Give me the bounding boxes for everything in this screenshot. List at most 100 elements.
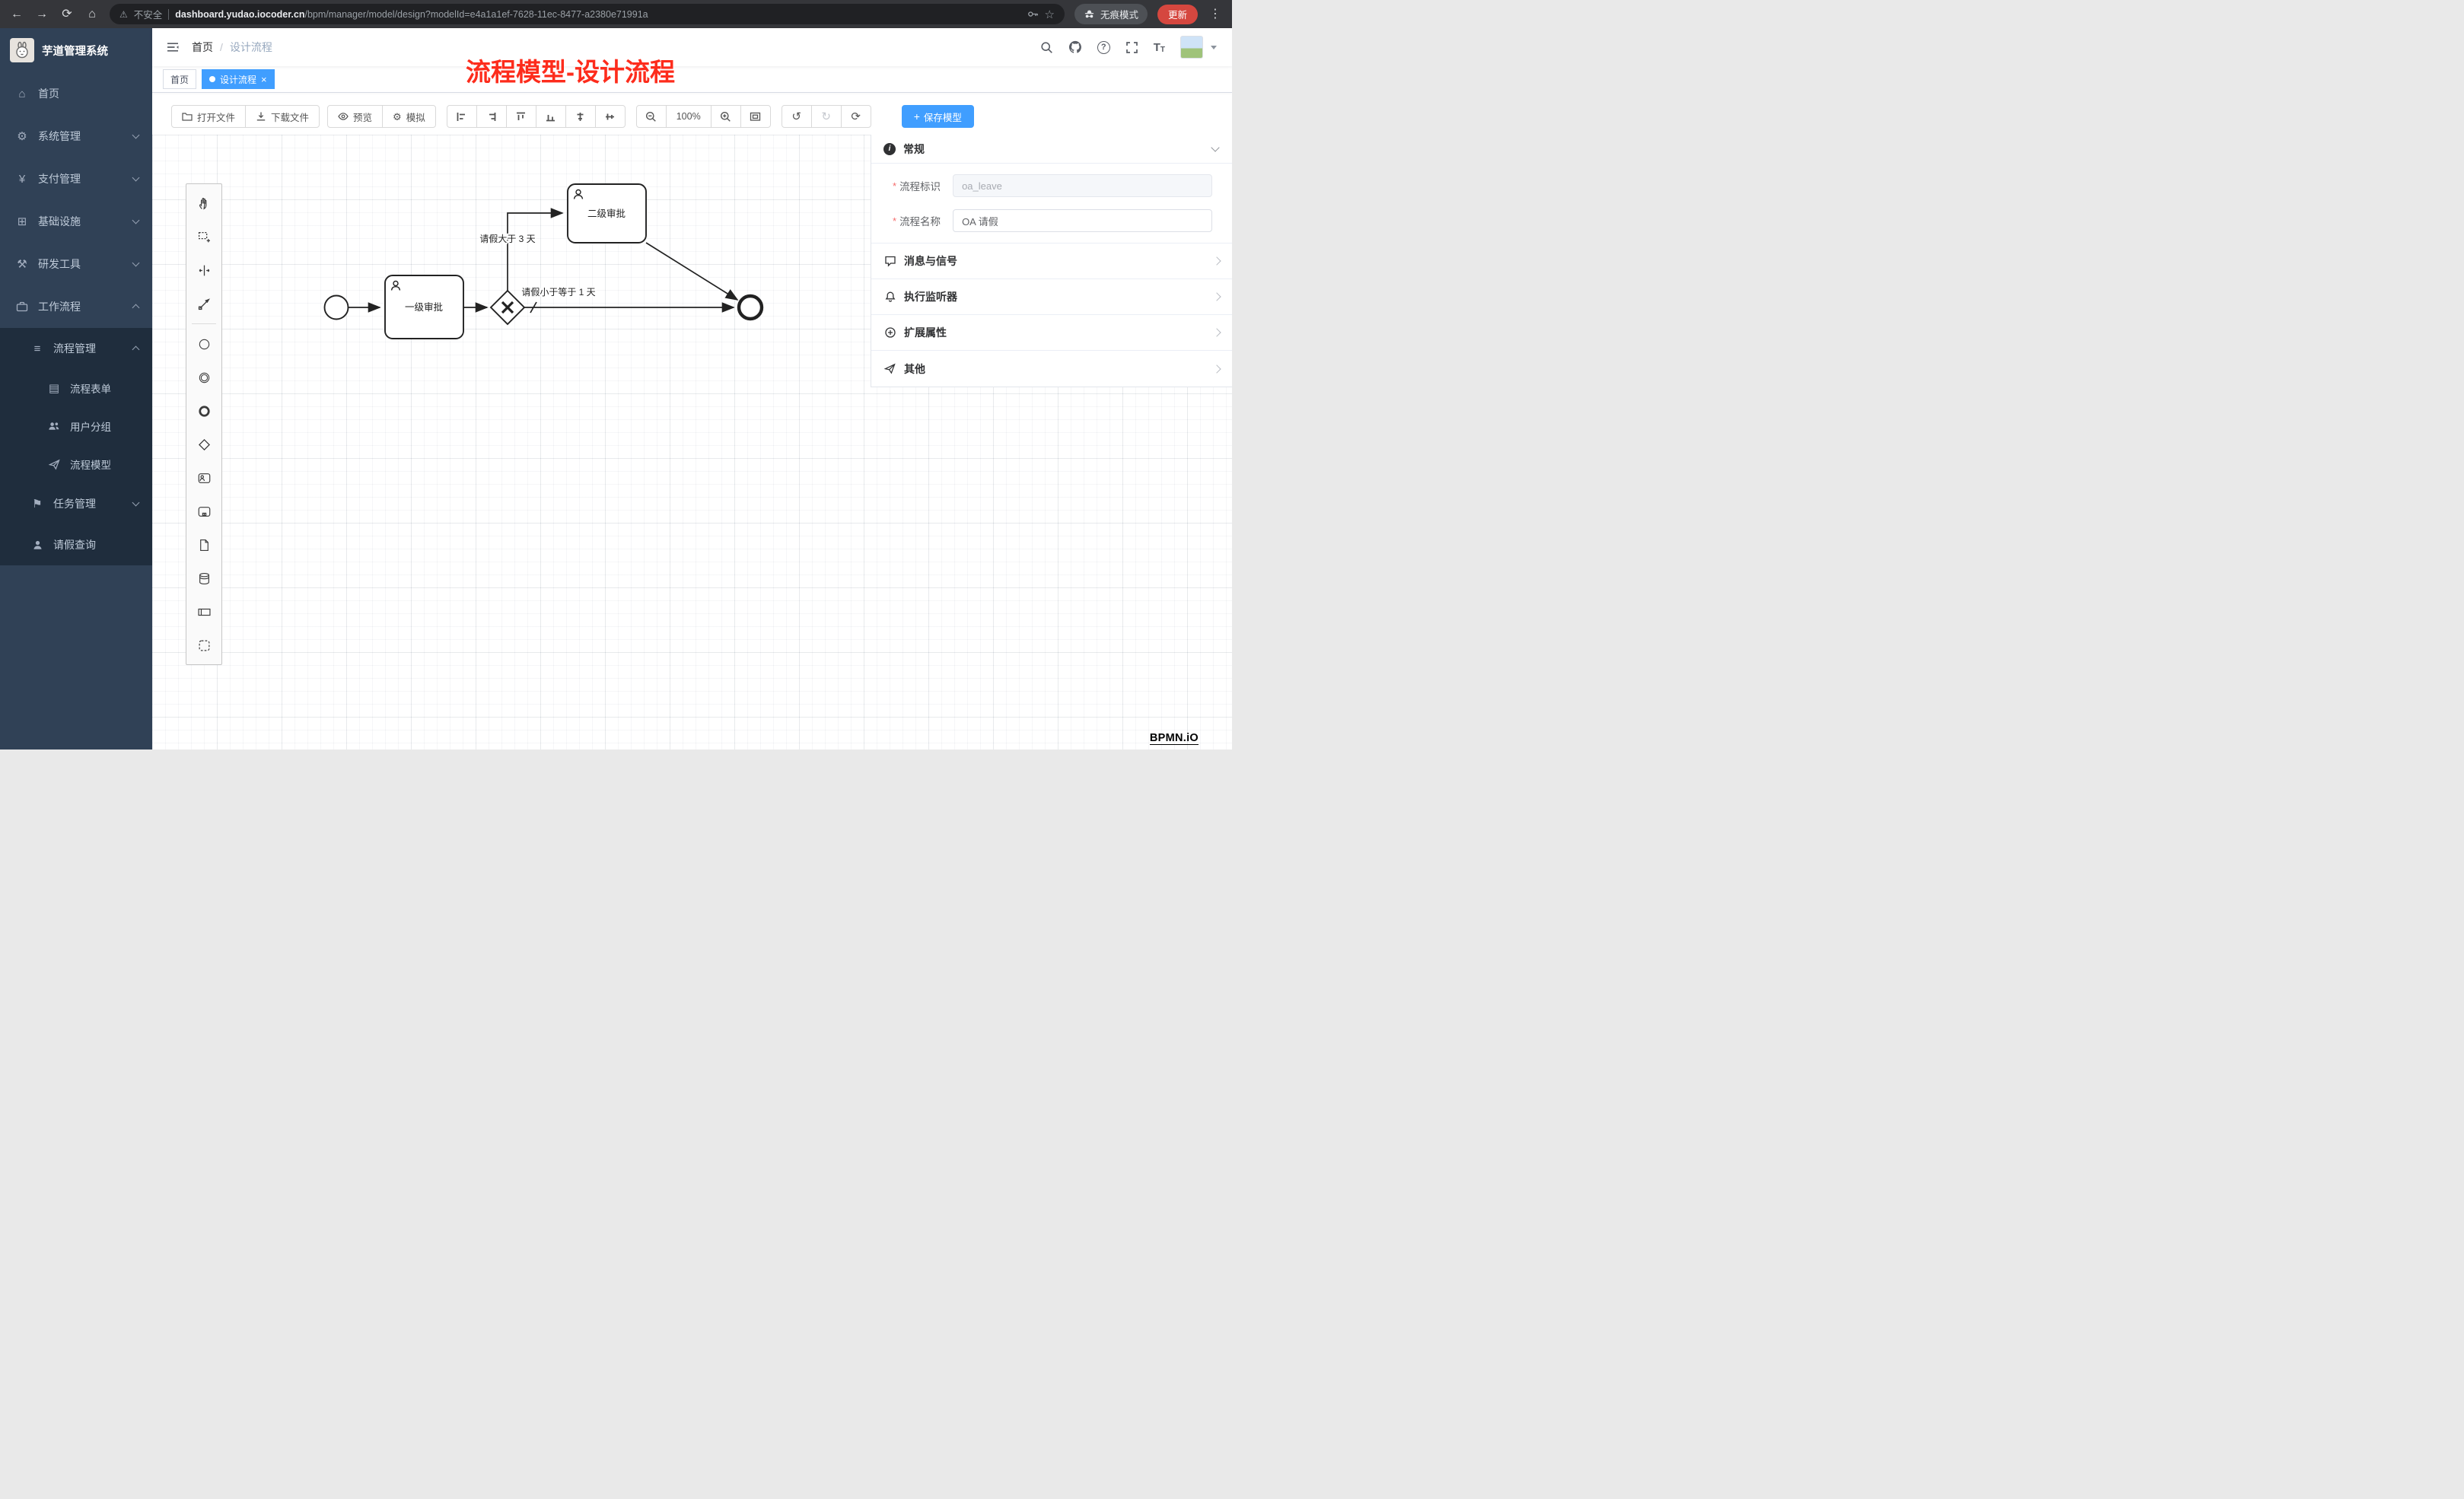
tab-design-process[interactable]: 设计流程 × xyxy=(202,69,275,89)
zoom-out-button[interactable] xyxy=(635,105,667,128)
palette-create-user-task[interactable] xyxy=(186,461,221,495)
section-other[interactable]: 其他 xyxy=(871,351,1232,387)
app-title: 芋道管理系统 xyxy=(42,45,108,58)
sidebar-item-user-group[interactable]: 用户分组 xyxy=(0,407,152,445)
sidebar-item-process-mgmt[interactable]: ≡ 流程管理 xyxy=(0,328,152,369)
palette-create-subprocess[interactable] xyxy=(186,495,221,528)
start-event-icon xyxy=(199,339,209,349)
close-icon[interactable]: × xyxy=(261,73,267,85)
tab-home[interactable]: 首页 xyxy=(163,69,197,89)
sidebar-item-task-mgmt[interactable]: ⚑ 任务管理 xyxy=(0,483,152,524)
address-bar[interactable]: ⚠ 不安全 dashboard.yudao.iocoder.cn/bpm/man… xyxy=(110,4,1065,24)
section-messages-signals[interactable]: 消息与信号 xyxy=(871,243,1232,279)
chevron-down-icon xyxy=(1211,143,1220,152)
zoom-in-button[interactable] xyxy=(710,105,741,128)
palette-hand-tool[interactable] xyxy=(186,186,221,220)
bpmn-start-event[interactable] xyxy=(323,294,349,320)
space-tool-icon xyxy=(199,265,209,275)
chevron-right-icon xyxy=(1212,256,1221,266)
section-title: 扩展属性 xyxy=(904,326,947,339)
bookmark-star-icon[interactable]: ☆ xyxy=(1044,8,1055,21)
align-left-button[interactable] xyxy=(446,105,477,128)
hamburger-icon[interactable] xyxy=(166,40,180,54)
update-button[interactable]: 更新 xyxy=(1157,4,1198,24)
align-horizontal-center-button[interactable] xyxy=(565,105,596,128)
tabs-bar: 首页 设计流程 × xyxy=(152,66,1232,93)
sidebar-item-workflow[interactable]: 工作流程 xyxy=(0,285,152,328)
section-general[interactable]: i 常规 xyxy=(871,135,1232,164)
github-icon[interactable] xyxy=(1068,40,1082,54)
bpmn-gateway-exclusive[interactable] xyxy=(489,289,526,326)
restart-button[interactable]: ⟳ xyxy=(840,105,871,128)
bpmn-task-second-approval[interactable]: 二级审批 xyxy=(567,183,647,243)
palette-create-intermediate-event[interactable] xyxy=(186,361,221,394)
bpmn-canvas[interactable]: 一级审批 二级审批 xyxy=(152,135,1232,750)
save-model-button[interactable]: + 保存模型 xyxy=(901,105,974,128)
flow-condition-label: 请假小于等于 1 天 xyxy=(521,287,595,298)
user-task-icon xyxy=(573,189,584,199)
sidebar-item-infrastructure[interactable]: ⊞ 基础设施 xyxy=(0,200,152,243)
user-avatar[interactable] xyxy=(1180,36,1203,59)
message-icon xyxy=(883,255,896,267)
sidebar-item-process-form[interactable]: ▤ 流程表单 xyxy=(0,369,152,407)
open-file-button[interactable]: 打开文件 xyxy=(171,105,247,128)
sidebar-item-home[interactable]: ⌂ 首页 xyxy=(0,72,152,115)
fullscreen-icon[interactable] xyxy=(1125,41,1138,54)
process-name-input[interactable] xyxy=(953,209,1212,232)
properties-panel: i 常规 * 流程标识 * 流程名称 xyxy=(871,135,1232,387)
sidebar-item-leave-query[interactable]: 请假查询 xyxy=(0,524,152,565)
section-extended-attributes[interactable]: 扩展属性 xyxy=(871,315,1232,351)
sidebar-item-label: 用户分组 xyxy=(70,422,111,433)
help-icon[interactable]: ? xyxy=(1097,40,1110,54)
back-icon[interactable]: ← xyxy=(11,7,23,21)
palette-create-data-object[interactable] xyxy=(186,528,221,562)
bpmn-io-logo[interactable]: BPMN.iO xyxy=(1149,732,1199,745)
search-icon[interactable] xyxy=(1040,41,1053,54)
palette-create-end-event[interactable] xyxy=(186,394,221,428)
user-task-icon xyxy=(198,473,210,483)
tab-label: 设计流程 xyxy=(220,74,257,85)
sidebar-item-devtools[interactable]: ⚒ 研发工具 xyxy=(0,243,152,285)
browser-chrome: ← → ⟳ ⌂ ⚠ 不安全 dashboard.yudao.iocoder.cn… xyxy=(0,0,1232,28)
security-label[interactable]: 不安全 xyxy=(133,10,163,21)
palette-lasso-tool[interactable] xyxy=(186,220,221,253)
sidebar-item-payment[interactable]: ¥ 支付管理 xyxy=(0,158,152,200)
palette-create-data-store[interactable] xyxy=(186,562,221,595)
palette-create-participant[interactable] xyxy=(186,595,221,629)
bpmn-task-first-approval[interactable]: 一级审批 xyxy=(384,275,464,339)
zoom-reset-button[interactable] xyxy=(740,105,771,128)
forward-icon[interactable]: → xyxy=(36,7,48,21)
key-icon[interactable] xyxy=(1027,8,1039,20)
simulate-button[interactable]: ⚙ 模拟 xyxy=(382,105,436,128)
breadcrumb-home[interactable]: 首页 xyxy=(192,41,213,53)
breadcrumb-separator: / xyxy=(220,41,223,53)
data-store-icon xyxy=(199,572,209,584)
download-file-button[interactable]: 下载文件 xyxy=(245,105,320,128)
preview-button[interactable]: 预览 xyxy=(327,105,384,128)
redo-button[interactable]: ↻ xyxy=(810,105,842,128)
palette-create-group[interactable] xyxy=(186,629,221,662)
designer-workarea: 打开文件 下载文件 预览 ⚙ xyxy=(152,93,1232,750)
align-bottom-button[interactable] xyxy=(535,105,566,128)
palette-create-gateway[interactable] xyxy=(186,428,221,461)
bpmn-end-event[interactable] xyxy=(737,294,764,321)
align-right-button[interactable] xyxy=(476,105,507,128)
sidebar-item-system[interactable]: ⚙ 系统管理 xyxy=(0,115,152,158)
bpmn-flow-gateway-to-task2[interactable] xyxy=(507,208,564,292)
palette-create-start-event[interactable] xyxy=(186,327,221,361)
sidebar-item-process-model[interactable]: 流程模型 xyxy=(0,445,152,483)
reload-icon[interactable]: ⟳ xyxy=(62,7,72,21)
chevron-down-icon xyxy=(132,216,140,224)
browser-menu-icon[interactable]: ⋮ xyxy=(1209,7,1221,21)
undo-button[interactable]: ↺ xyxy=(781,105,812,128)
home-icon[interactable]: ⌂ xyxy=(88,7,96,21)
general-form: * 流程标识 * 流程名称 xyxy=(871,164,1232,243)
palette-space-tool[interactable] xyxy=(186,253,221,287)
align-vertical-center-button[interactable] xyxy=(594,105,626,128)
bpmn-flow-task2-to-end[interactable] xyxy=(645,242,739,301)
align-top-button[interactable] xyxy=(505,105,536,128)
section-execution-listeners[interactable]: 执行监听器 xyxy=(871,279,1232,315)
palette-global-connect[interactable] xyxy=(186,287,221,320)
align-bottom-icon xyxy=(546,114,556,121)
